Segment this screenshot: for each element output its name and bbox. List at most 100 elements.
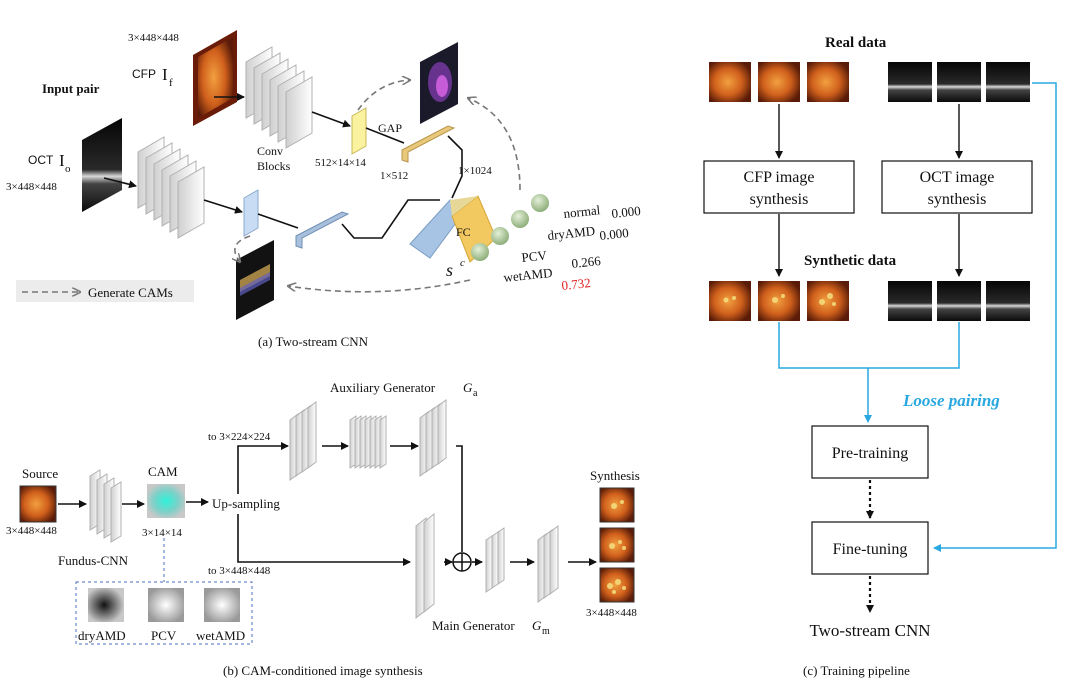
oct-synthesis-box [881,160,1033,214]
fundus-cnn-blocks [89,469,122,543]
synthesis-image-1 [599,487,635,523]
input-pair-label: Input pair [42,81,100,96]
pretraining-box [811,425,929,479]
finetuning-box [811,521,929,575]
score-value-dryamd: 0.000 [599,225,630,243]
synthetic-cfp-lesions [723,293,836,306]
caption-a: (a) Two-stream CNN [258,334,369,349]
oct-synthesis-line1: OCT image [920,169,995,186]
synthesis-image-3 [599,567,635,603]
cfp-dims-label: 3×448×448 [128,32,179,44]
blocks-label: Blocks [257,159,291,173]
caption-c: (c) Training pipeline [803,663,910,678]
oct-symbol: I [59,151,65,170]
synthetic-oct-images [888,281,1030,321]
real-cfp-images [709,62,849,102]
cam-example-wetamd [204,588,240,622]
oct-label: OCT [28,153,54,167]
real-data-label: Real data [825,35,887,51]
main-generator-symbol: G [532,618,542,633]
oct-feature-map [243,189,259,237]
aux-generator-subscript: a [473,388,478,399]
cam-dims: 3×14×14 [142,527,182,539]
generate-cams-arrows [235,80,521,293]
panel-b-routing [237,442,597,566]
vec1024-label: 1×1024 [458,165,492,177]
cam-example-label-1: dryAMD [78,628,126,643]
caption-b: (b) CAM-conditioned image synthesis [223,663,423,678]
synthetic-cfp-images [709,281,849,321]
to448-label: to 3×448×448 [208,565,271,577]
score-value-pcv: 0.266 [571,253,602,271]
to224-label: to 3×224×224 [208,431,271,443]
score-superscript: c [460,257,465,269]
score-label-normal: normal [563,202,602,221]
pretraining-label: Pre-training [832,445,908,462]
output-node-normal [531,194,549,212]
cam-example-pcv [148,588,184,622]
score-label-dryamd: dryAMD [547,223,596,243]
panel-b-cam-synthesis: Source 3×448×448 Fundus-CNN CAM 3×14×14 … [6,380,640,678]
oct-conv-blocks [137,136,205,239]
conv-label: Conv [257,144,283,158]
cfp-subscript: f [169,77,173,89]
finetuning-label: Fine-tuning [833,541,908,558]
cfp-input-image [193,30,237,126]
main-generator-subscript: m [542,626,550,637]
cfp-gap-vector [401,125,456,163]
aux-generator-label: Auxiliary Generator [330,380,436,395]
fundus-cnn-label: Fundus-CNN [58,553,129,568]
loose-pairing-label: Loose pairing [902,391,1000,410]
output-node-pcv [491,227,509,245]
output-node-wetamd [471,243,489,261]
cfp-synthesis-line1: CFP image [744,169,815,186]
source-image [19,485,57,523]
output-node-dryamd [511,210,529,228]
score-label-pcv: PCV [521,247,548,265]
vec512-label: 1×512 [380,170,408,182]
loose-pairing-connectors [778,82,1057,552]
synthetic-data-label: Synthetic data [804,253,897,269]
legend-box [16,280,194,302]
synthesis-lesions [607,500,626,594]
cfp-conv-blocks [245,46,313,149]
panel-c-training-pipeline: Real data CFP image synthesis OCT image … [703,35,1057,678]
oct-gap-vector [295,211,350,249]
synthesis-dims: 3×448×448 [586,607,637,619]
oct-synthesis-line2: synthesis [928,191,987,208]
fc-label: FC [456,225,471,239]
upsampling-label: Up-sampling [212,496,280,511]
main-generator-label: Main Generator [432,618,515,633]
cfp-cam-image [420,42,458,124]
score-label-wetamd: wetAMD [503,265,553,285]
oct-subscript: o [65,163,71,175]
gap-label: GAP [378,121,402,135]
cfp-label: CFP [132,67,156,81]
cam-map [147,484,185,518]
cfp-feature-map [351,107,367,155]
real-oct-images [888,62,1030,102]
cam-label: CAM [148,464,178,479]
source-label: Source [22,466,58,481]
panel-a-two-stream-cnn: 3×448×448 CFP I f Input pair OCT I o 3×4… [6,30,641,349]
score-value-normal: 0.000 [611,203,642,221]
legend-label: Generate CAMs [88,285,173,300]
cam-example-dryamd [88,588,124,622]
output-label: Two-stream CNN [809,621,930,640]
panel-c-arrows [775,104,963,277]
panel-a-arrows [103,93,463,239]
cfp-synthesis-line2: synthesis [750,191,809,208]
aux-generator-symbol: G [463,380,473,395]
synthesis-image-2 [599,527,635,563]
synthesis-label: Synthesis [590,468,640,483]
score-value-wetamd: 0.732 [561,275,592,293]
cam-examples-box [75,581,253,645]
oct-input-image [82,118,122,212]
oct-cam-image [236,240,274,320]
cam-example-label-3: wetAMD [196,628,245,643]
main-generator [415,512,559,620]
cam-example-label-2: PCV [151,628,177,643]
cfp-synthesis-box [703,160,855,214]
